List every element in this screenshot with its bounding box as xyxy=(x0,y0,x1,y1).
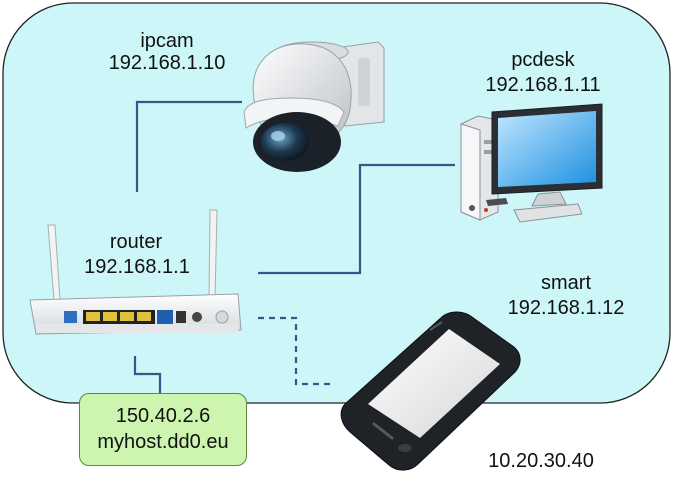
router-ip: 192.168.1.1 xyxy=(84,256,190,278)
public-host-hostname: myhost.dd0.eu xyxy=(97,431,229,453)
network-links xyxy=(133,100,455,393)
link-router-smart xyxy=(258,316,330,386)
router-name: router xyxy=(109,231,163,253)
smart-name: smart xyxy=(541,272,591,294)
ipcam-name: ipcam xyxy=(140,30,194,52)
public-host-ip: 150.40.2.6 xyxy=(115,405,211,427)
link-router-public-host xyxy=(133,356,162,393)
pcdesk-name: pcdesk xyxy=(511,49,575,71)
link-router-ipcam xyxy=(135,100,242,192)
desktop-computer-icon xyxy=(460,103,603,223)
ptz-camera-icon xyxy=(243,41,385,172)
ipcam-ip: 192.168.1.10 xyxy=(108,52,226,74)
phone-external-ip: 10.20.30.40 xyxy=(488,450,594,472)
smartphone-icon xyxy=(340,311,521,471)
link-router-pcdesk xyxy=(258,163,455,275)
pcdesk-ip: 192.168.1.11 xyxy=(485,74,601,96)
wifi-router-icon xyxy=(29,209,242,335)
public-host-box: 150.40.2.6 myhost.dd0.eu xyxy=(79,393,247,466)
smart-ip: 192.168.1.12 xyxy=(507,297,625,319)
